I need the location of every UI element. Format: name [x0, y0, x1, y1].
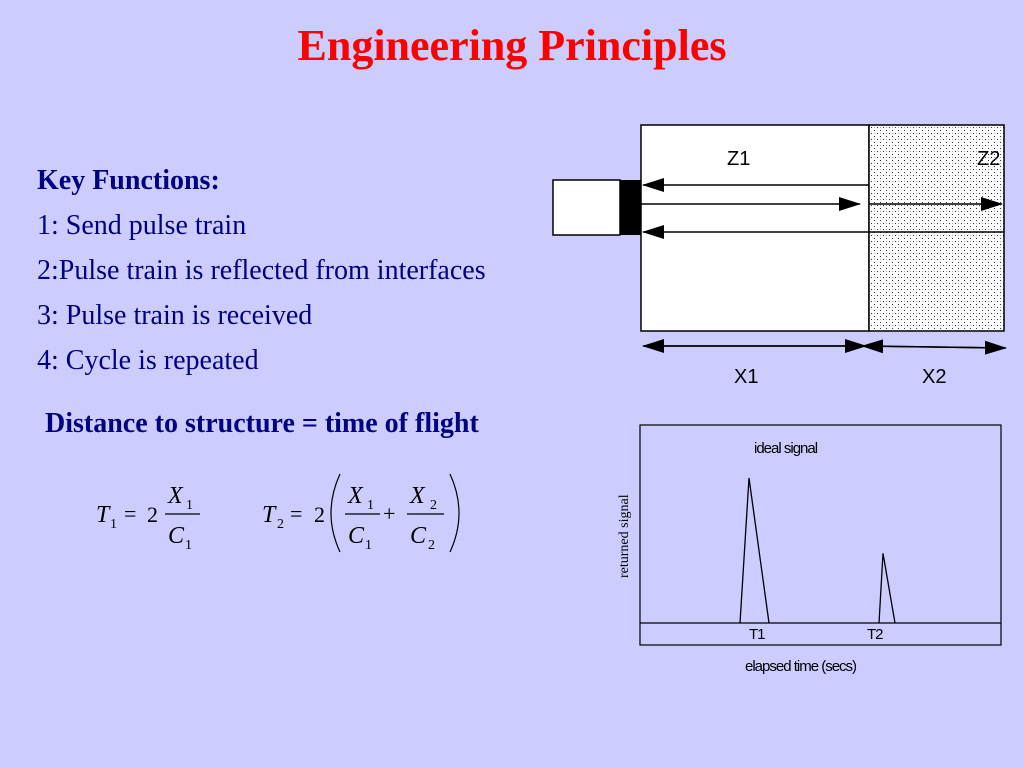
eq1-coef: 2 [147, 502, 158, 527]
eq1-den-sub: 1 [185, 538, 192, 553]
equation-t2: T 2 = 2 X 1 C 1 + X 2 C 2 [262, 473, 460, 553]
zone2-label: Z2 [977, 148, 1000, 170]
zone1-label: Z1 [727, 148, 750, 170]
eq2-plus: + [383, 501, 395, 526]
t2-tick-label: T2 [867, 626, 883, 643]
eq2-equals: = [290, 501, 302, 526]
key-functions-list: Key Functions: 1: Send pulse train 2:Pul… [37, 158, 597, 383]
signal-peak-t1 [739, 477, 770, 624]
transducer-housing [552, 179, 621, 236]
slide-title: Engineering Principles [297, 21, 727, 70]
eq2-b-num: X [409, 483, 426, 509]
equation-t1: T 1 = 2 X 1 C 1 [96, 483, 200, 553]
x2-dimension-right-arrow [865, 340, 1007, 355]
eq2-a-den: C [348, 523, 365, 549]
zone1-material [640, 124, 870, 332]
eq2-b-num-sub: 2 [430, 498, 437, 513]
eq1-num-sub: 1 [186, 498, 193, 513]
key-function-item: 2:Pulse train is reflected from interfac… [37, 255, 486, 286]
x1-label: X1 [734, 366, 758, 388]
eq1-equals: = [124, 501, 136, 526]
eq2-a-num: X [347, 483, 364, 509]
eq2-b-den: C [410, 523, 427, 549]
key-functions-heading: Key Functions: [37, 165, 220, 196]
eq2-left-paren [330, 473, 341, 553]
signal-peaks [739, 477, 896, 624]
signal-plot-ylabel: returned signal [617, 494, 632, 578]
eq1-lhs-sub: 1 [110, 517, 117, 532]
key-function-item: 4: Cycle is repeated [37, 345, 259, 376]
eq1-lhs: T [96, 502, 111, 528]
eq2-right-paren [449, 473, 460, 553]
zone2-material [868, 124, 1005, 332]
eq2-coef: 2 [314, 502, 325, 527]
transducer-element [620, 180, 641, 235]
signal-peak-t2 [878, 553, 896, 624]
eq1-den: C [168, 523, 185, 549]
x2-label: X2 [922, 366, 946, 388]
signal-plot-title: ideal signal [754, 440, 818, 457]
eq2-lhs: T [262, 502, 277, 528]
signal-plot-frame [639, 424, 1002, 646]
eq1-num: X [167, 483, 184, 509]
eq2-b-den-sub: 2 [428, 538, 435, 553]
signal-plot-xlabel: elapsed time (secs) [745, 658, 857, 675]
key-function-item: 1: Send pulse train [37, 210, 247, 241]
eq2-a-num-sub: 1 [367, 498, 374, 513]
eq2-lhs-sub: 2 [277, 517, 284, 532]
eq2-a-den-sub: 1 [365, 538, 372, 553]
distance-statement: Distance to structure = time of flight [45, 408, 479, 439]
t1-tick-label: T1 [749, 626, 765, 643]
key-function-item: 3: Pulse train is received [37, 300, 313, 331]
